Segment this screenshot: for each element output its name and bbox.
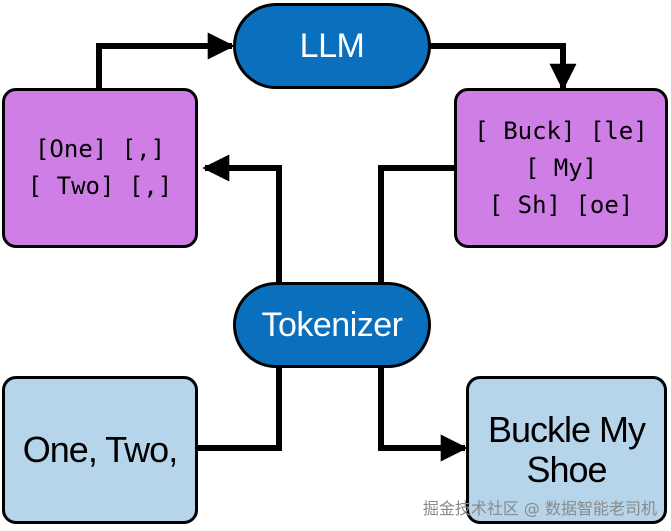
input-text-label: One, Two,	[22, 429, 178, 470]
watermark: 掘金技术社区 @ 数据智能老司机	[422, 499, 657, 518]
arrow-input-tokens-to-llm	[96, 32, 235, 90]
output-tokens-box: [ Buck] [le] [ My] [ Sh] [oe]	[454, 88, 668, 248]
output-tokens-line: [ My]	[524, 153, 598, 182]
tokenizer-label: Tokenizer	[261, 305, 403, 344]
output-text-line: Shoe	[526, 449, 607, 490]
llm-node: LLM	[233, 3, 431, 89]
input-tokens-line: [ Two] [,]	[27, 172, 173, 200]
output-text-box: Buckle My Shoe	[466, 376, 667, 524]
llm-label: LLM	[299, 26, 365, 65]
arrow-llm-to-output-tokens	[430, 43, 577, 91]
input-text-box: One, Two,	[2, 376, 198, 524]
output-text-line: Buckle My	[487, 409, 646, 450]
output-tokens-line: [ Sh] [oe]	[488, 190, 634, 219]
input-tokens-line: [One] [,]	[34, 135, 166, 163]
tokenizer-node: Tokenizer	[233, 282, 431, 368]
input-tokens-box: [One] [,] [ Two] [,]	[2, 88, 198, 248]
output-tokens-line: [ Buck] [le]	[474, 116, 648, 145]
